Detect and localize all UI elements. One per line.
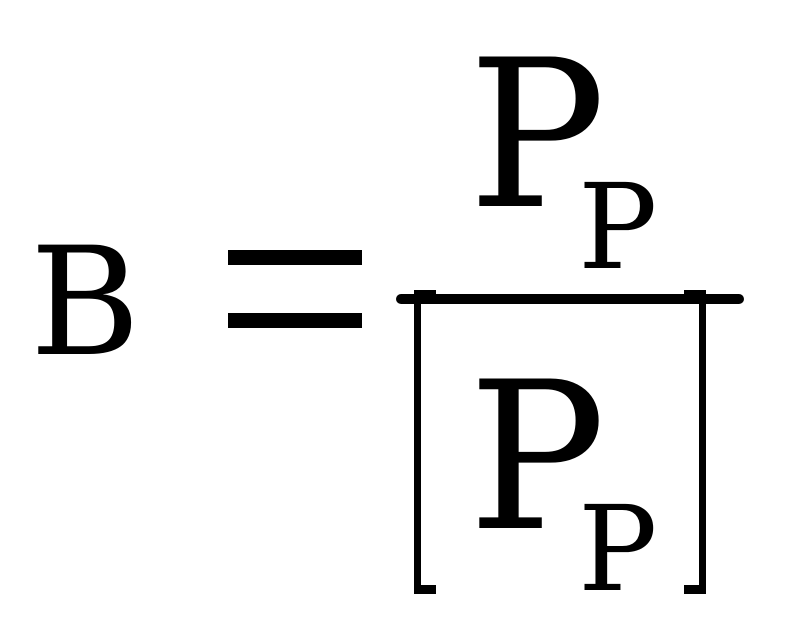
numerator-symbol: P [468,17,606,255]
right-bracket-top-cap [684,290,706,299]
left-bracket-top-cap [414,290,436,299]
equals-sign [228,250,362,328]
equals-bar-top [228,250,362,265]
right-bracket-bottom-cap [684,585,706,594]
left-bracket-stem [414,290,421,594]
left-bracket [414,290,436,594]
lhs-variable: B [30,216,141,390]
fraction-line [396,294,744,304]
numerator-subscript: P [578,158,658,296]
left-bracket-bottom-cap [414,585,436,594]
denominator-subscript: P [578,480,658,618]
denominator-symbol: P [468,339,606,577]
right-bracket [684,290,706,594]
equals-bar-bottom [228,313,362,328]
right-bracket-stem [699,290,706,594]
